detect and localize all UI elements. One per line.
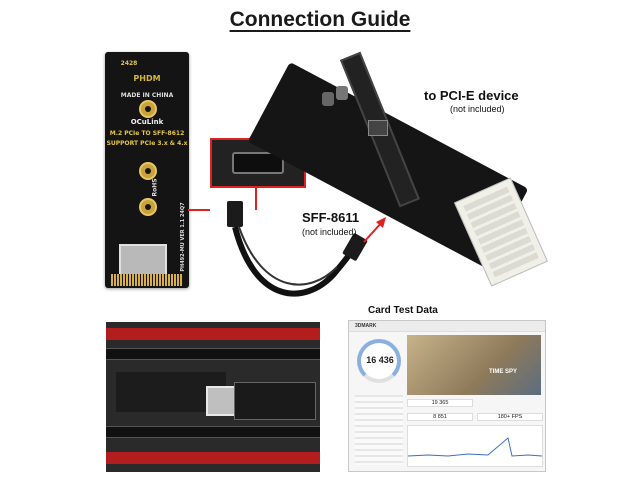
result-value: 8 851 (407, 413, 473, 421)
card-brand: PHDM (133, 74, 161, 83)
score-gauge (357, 339, 401, 383)
version-text: PH492-MU VER 1.1 24Q7 (180, 202, 186, 272)
sff-cable (227, 201, 368, 297)
pcie-slot (106, 426, 320, 438)
window-title-bar (349, 321, 545, 332)
installation-photo (106, 322, 320, 472)
capacitor (336, 86, 348, 100)
card-line1: M.2 PCIe TO SFF-8612 (109, 130, 185, 137)
card-code: 2428 (120, 60, 138, 67)
benchmark-screenshot: 3DMARK 16 436 TIME SPY 19 365 8 851 180+… (348, 320, 546, 472)
cable-plug (227, 201, 243, 227)
card-name: OCuLink (130, 118, 164, 126)
sff-note: (not included) (302, 227, 357, 237)
page-title: Connection Guide (229, 8, 411, 31)
result-value: 180+ FPS (477, 413, 543, 421)
made-in-china: MADE IN CHINA (120, 92, 174, 99)
red-pointer-line (188, 209, 210, 211)
card-line2: SUPPORT PCIe 3.x & 4.x (106, 140, 188, 147)
sff-label: SFF-8611 (302, 210, 360, 225)
red-pointer-line (255, 186, 257, 210)
ram-slot (106, 452, 320, 464)
rohs-mark: RoHS (151, 178, 159, 197)
benchmark-name: TIME SPY (489, 369, 518, 375)
port-socket (232, 152, 284, 174)
oculink-socket (368, 120, 388, 136)
m2-gold-pins (111, 274, 183, 286)
m2-adapter-card: 2428 PHDM MADE IN CHINA OCuLink M.2 PCIe… (105, 52, 189, 288)
cable-wire (238, 226, 338, 286)
mount-hole (139, 100, 157, 118)
result-value: 19 365 (407, 399, 473, 407)
monitoring-graph (407, 425, 543, 467)
red-arrow-icon (363, 217, 386, 243)
mount-hole (139, 162, 157, 180)
pcie-label: to PCI-E device (424, 88, 519, 103)
capacitor (322, 92, 334, 106)
cable-plug (342, 233, 368, 261)
settings-list (355, 395, 403, 465)
benchmark-score: 16 436 (366, 355, 394, 365)
pcie-slot (106, 348, 320, 360)
mount-hole (139, 198, 157, 216)
ram-slot (106, 328, 320, 340)
card-test-label: Card Test Data (368, 305, 438, 316)
m2-card-installed (234, 382, 316, 420)
app-logo: 3DMARK (355, 323, 377, 329)
benchmark-hero-image (407, 335, 541, 395)
pcie-note: (not included) (450, 104, 505, 114)
